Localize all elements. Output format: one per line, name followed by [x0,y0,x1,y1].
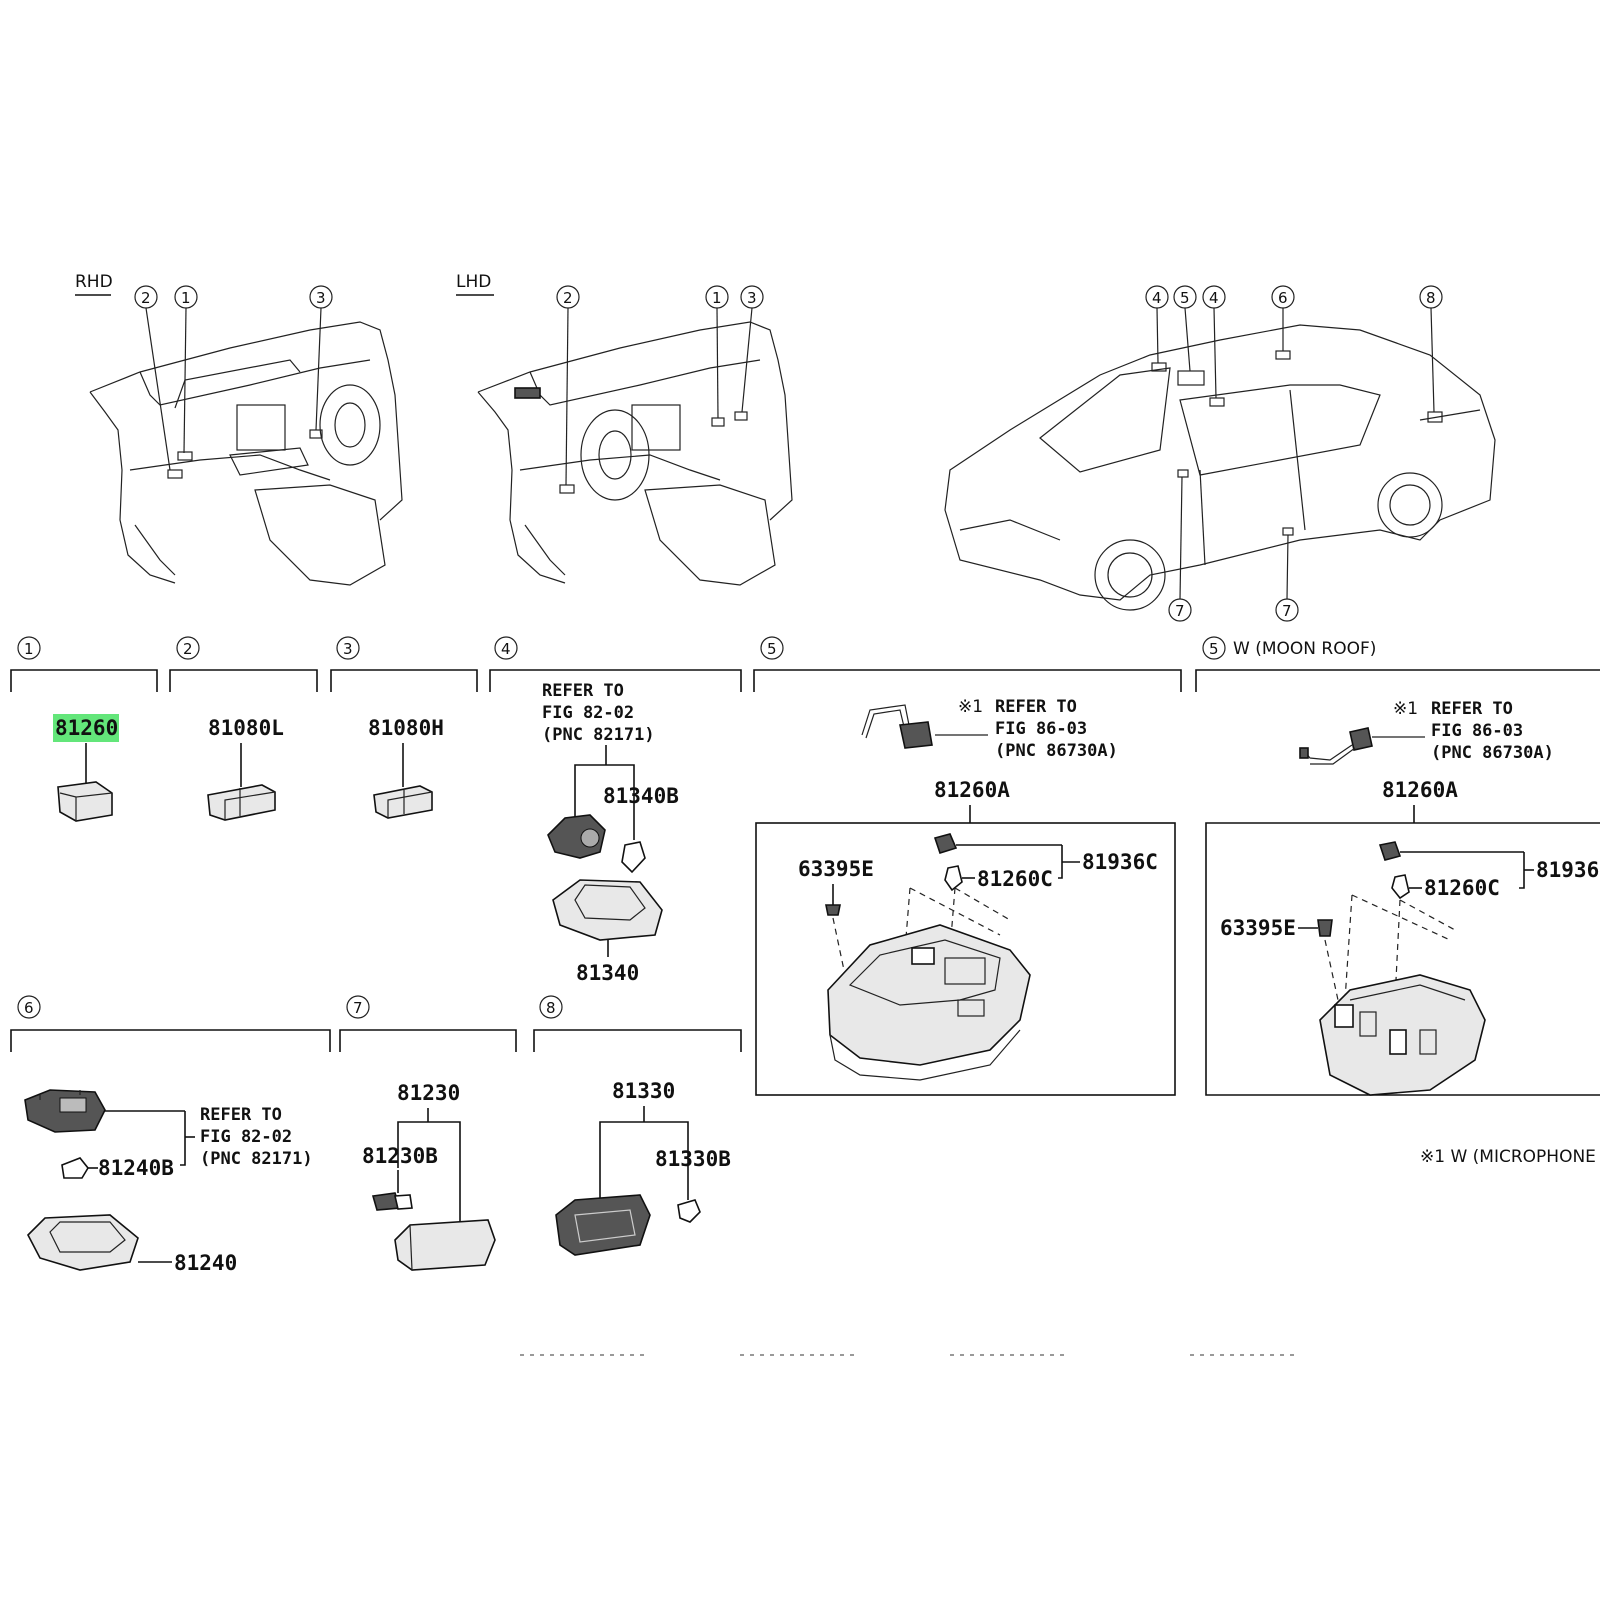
part-81260[interactable]: 81260 [55,716,118,740]
svg-text:3: 3 [316,289,326,307]
svg-text:4: 4 [1209,289,1219,307]
car-callout-6: 6 [1271,285,1295,351]
part-81340[interactable]: 81340 [576,961,639,985]
part-81080L[interactable]: 81080L [208,716,284,740]
lhd-label: LHD [456,272,491,292]
part-63395E[interactable]: 63395E [798,857,874,881]
car-callout-4a: 4 [1145,285,1169,364]
car-view: 4 5 4 6 8 7 7 [944,285,1496,622]
part-81230B[interactable]: 81230B [362,1144,438,1168]
svg-text:5: 5 [1180,289,1190,307]
ref5-line1: REFER TO [995,697,1077,717]
car-callout-5: 5 [1173,285,1197,372]
footnote-microphone: ※1 W (MICROPHONE [1420,1147,1596,1167]
svg-text:8: 8 [546,999,556,1017]
ref4-line2: FIG 82-02 [542,703,634,723]
part-81330B[interactable]: 81330B [655,1147,731,1171]
section-6: 6 REFER TO FIG 82-02 (PNC 82171) 81240B … [10,995,331,1275]
ref5m-line1: REFER TO [1431,699,1513,719]
svg-text:3: 3 [343,640,353,658]
svg-text:8: 8 [1426,289,1436,307]
ref6-line3: (PNC 82171) [200,1149,313,1169]
ref5m-line2: FIG 86-03 [1431,721,1523,741]
moonroof-label: W (MOON ROOF) [1233,639,1376,659]
car-callout-7a: 7 [1168,476,1192,622]
part-81230[interactable]: 81230 [397,1081,460,1105]
part-81936C[interactable]: 81936C [1082,850,1158,874]
section-4: 4 REFER TO FIG 82-02 (PNC 82171) 81340B … [489,636,742,985]
rhd-callout-2: 2 [134,285,171,471]
ref6-line2: FIG 82-02 [200,1127,292,1147]
part-81340B[interactable]: 81340B [603,784,679,808]
section-2: 2 81080L [169,636,318,821]
part-81330[interactable]: 81330 [612,1079,675,1103]
part-81240[interactable]: 81240 [174,1251,237,1275]
part-81260C-moonroof[interactable]: 81260C [1424,876,1500,900]
svg-text:※1: ※1 [1393,699,1418,719]
svg-text:5: 5 [1209,640,1219,658]
lhd-callout-3: 3 [740,285,764,413]
svg-text:2: 2 [141,289,151,307]
svg-text:1: 1 [24,640,34,658]
part-81080H[interactable]: 81080H [368,716,444,740]
svg-text:2: 2 [563,289,573,307]
part-81260A-moonroof[interactable]: 81260A [1382,778,1458,802]
svg-text:6: 6 [24,999,34,1017]
section-8: 8 81330 81330B [533,995,742,1256]
svg-text:※1: ※1 [958,697,983,717]
svg-text:7: 7 [1175,602,1185,620]
ref4-line1: REFER TO [542,681,624,701]
section-1: 1 81260 [10,636,158,822]
rhd-callout-3: 3 [309,285,333,431]
svg-text:2: 2 [183,640,193,658]
highlight-81260 [53,714,119,742]
svg-text:7: 7 [353,999,363,1017]
svg-text:4: 4 [501,640,511,658]
part-81240B[interactable]: 81240B [98,1156,174,1180]
ref5m-line3: (PNC 86730A) [1431,743,1554,763]
lhd-dashboard-view: LHD 2 1 3 [456,272,793,586]
section5-box [755,822,1176,1096]
svg-text:5: 5 [767,640,777,658]
ref5-line3: (PNC 86730A) [995,741,1118,761]
rhd-callout-1: 1 [174,285,198,454]
part-63395E-moonroof[interactable]: 63395E [1220,916,1296,940]
part-81260C[interactable]: 81260C [977,867,1053,891]
ref5-line2: FIG 86-03 [995,719,1087,739]
car-callout-8: 8 [1419,285,1443,413]
section-5: 5 ※1 REFER TO FIG 86-03 (PNC 86730A) 812… [753,636,1182,1096]
svg-text:1: 1 [712,289,722,307]
lhd-callout-1: 1 [705,285,729,419]
ref6-line1: REFER TO [200,1105,282,1125]
section-7: 7 81230 81230B [339,995,517,1271]
car-callout-4b: 4 [1202,285,1226,399]
svg-text:3: 3 [747,289,757,307]
svg-text:4: 4 [1152,289,1162,307]
section-5-moonroof: 5 W (MOON ROOF) ※1 REFER TO FIG 86-03 (P… [1195,636,1600,1096]
rhd-label: RHD [75,272,113,292]
svg-text:1: 1 [181,289,191,307]
part-81260A[interactable]: 81260A [934,778,1010,802]
car-callout-7b: 7 [1275,534,1299,622]
part-81936C-moonroof[interactable]: 81936 [1536,858,1599,882]
lhd-callout-2: 2 [556,285,580,486]
svg-text:6: 6 [1278,289,1288,307]
svg-text:7: 7 [1282,602,1292,620]
rhd-dashboard-view: RHD 2 1 3 [75,272,403,586]
ref4-line3: (PNC 82171) [542,725,655,745]
section-3: 3 81080H [330,636,478,819]
